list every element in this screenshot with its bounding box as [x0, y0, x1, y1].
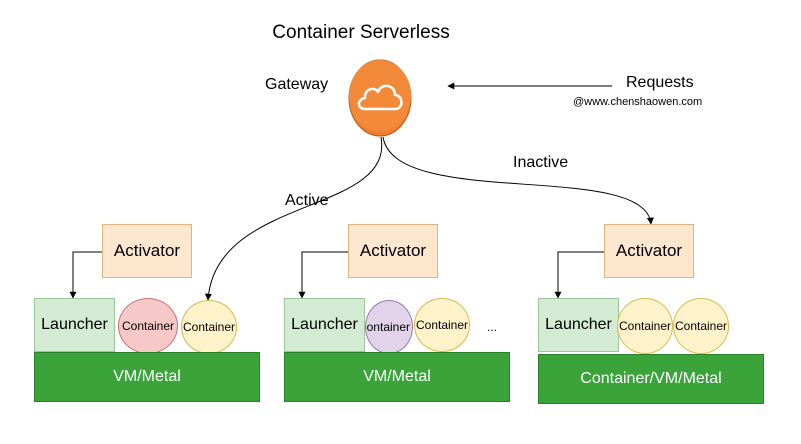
- activator-3: Activator: [604, 224, 694, 278]
- container-1b: Container: [181, 300, 237, 354]
- inactive-label: Inactive: [513, 154, 569, 171]
- activator-launcher-edge-3: [554, 251, 604, 299]
- active-edge: [204, 136, 383, 301]
- gateway-label: Gateway: [265, 76, 329, 93]
- activator-1: Activator: [102, 224, 192, 278]
- activator-launcher-edge-2: [298, 251, 348, 299]
- launcher-1: Launcher: [34, 298, 115, 352]
- launcher-3: Launcher: [538, 298, 619, 352]
- active-label: Active: [285, 192, 329, 209]
- container-2a: Container: [365, 300, 413, 354]
- gateway-node: [348, 59, 412, 137]
- credit-text: @www.chenshaowen.com: [573, 96, 703, 108]
- activator-launcher-edge-1: [69, 251, 102, 299]
- diagram-title: Container Serverless: [272, 22, 450, 43]
- container-2b: Container: [414, 298, 470, 352]
- requests-label: Requests: [626, 74, 694, 91]
- vm-base-3: Container/VM/Metal: [538, 354, 764, 404]
- inactive-edge: [382, 136, 654, 225]
- container-1a: Container: [118, 298, 178, 354]
- container-3b: Container: [673, 298, 729, 354]
- activator-2: Activator: [348, 224, 438, 278]
- ellipsis-more: ...: [487, 320, 498, 334]
- vm-base-2: VM/Metal: [284, 352, 510, 402]
- launcher-2: Launcher: [284, 298, 365, 352]
- container-3a: Container: [617, 298, 673, 354]
- vm-base-1: VM/Metal: [34, 352, 260, 402]
- cloud-icon: [348, 59, 412, 137]
